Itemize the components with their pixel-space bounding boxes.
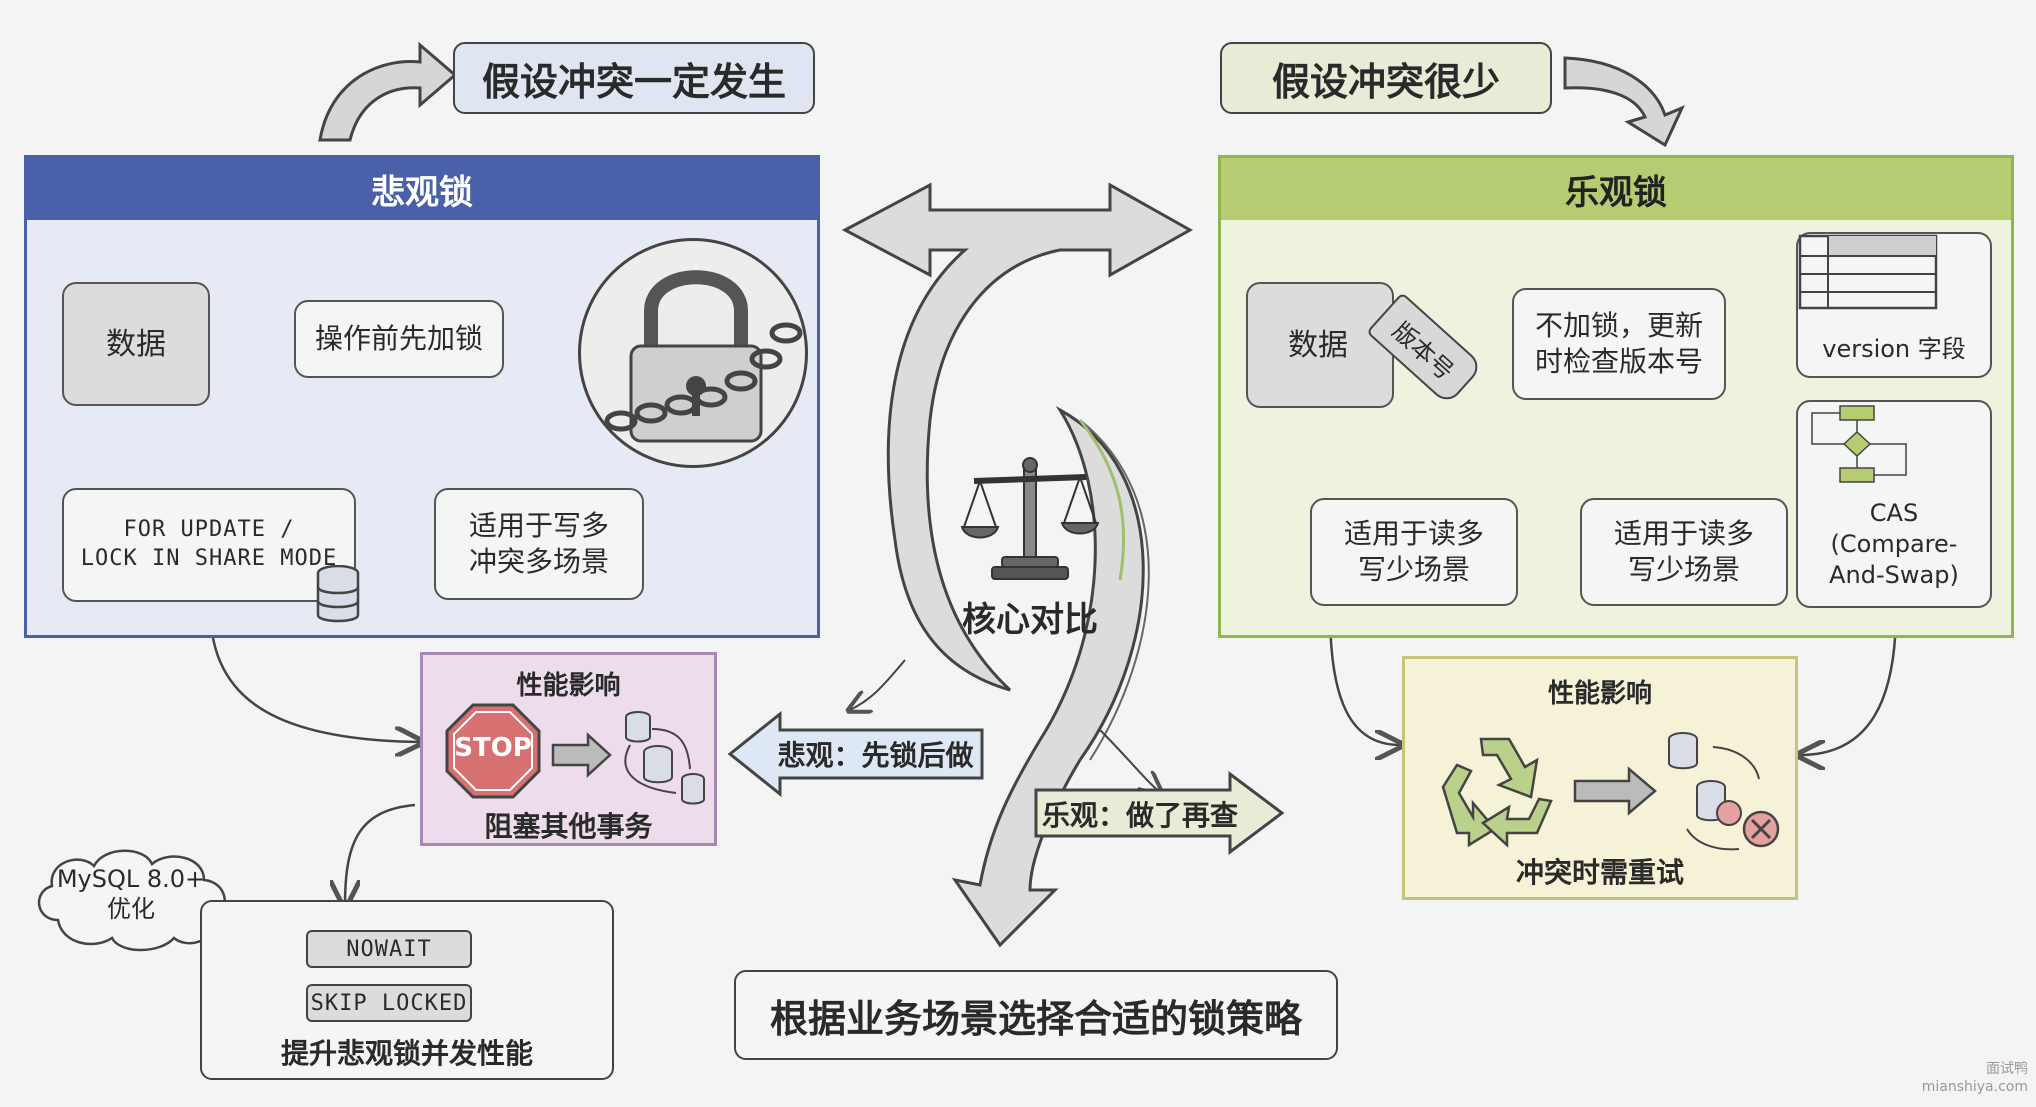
center-double-arrow [841,182,1194,692]
database-icon [316,565,360,625]
core-comparison-label: 核心对比 [962,600,1098,640]
optimistic-scenario-box-1: 适用于读多 写少场景 [1310,498,1518,606]
center-s-arrow [951,405,1145,948]
optimistic-performance-title: 性能影响 [1547,679,1652,709]
cas-box: CAS (Compare- And-Swap) [1796,400,1992,608]
conclusion-banner: 根据业务场景选择合适的锁策略 [734,970,1338,1060]
pessimistic-performance-caption: 阻塞其他事务 [484,810,653,843]
balance-scale-icon [960,455,1100,585]
optimistic-data-box: 数据 [1246,282,1394,408]
stop-sign-icon: STOP [445,703,541,799]
watermark: 面试鸭 mianshiya.com [1921,1061,2028,1096]
version-field-box: version 字段 [1796,232,1992,378]
for-update-sql-box: FOR UPDATE / LOCK IN SHARE MODE [62,488,356,602]
mysql-cloud-label: MySQL 8.0+ 优化 [56,865,206,923]
optimistic-summary-label: 乐观：做了再查 [1041,799,1238,832]
mysql-cloud: MySQL 8.0+ 优化 [28,842,238,960]
nowait-keyword: NOWAIT [306,930,472,968]
table-icon [1798,234,1964,324]
padlock-icon [578,238,808,468]
optimistic-performance-box: 性能影响 冲突时需重试 [1402,656,1798,900]
cas-label: CAS (Compare- And-Swap) [1829,499,1959,590]
pessimistic-summary-label: 悲观：先锁后做 [777,739,974,772]
curved-arrow-top-left [318,41,458,142]
pessimistic-summary-arrow: 悲观：先锁后做 [728,710,988,798]
optimistic-panel-title: 乐观锁 [1221,158,2011,220]
recycle-icon [1433,727,1557,851]
retry-flow-icon [1571,729,1791,859]
pessimistic-assumption-pill: 假设冲突一定发生 [453,42,815,114]
curved-arrow-top-right [1563,56,1685,148]
check-version-box: 不加锁，更新 时检查版本号 [1512,288,1726,400]
cas-flowchart-icon [1811,405,1954,498]
blocked-flow-icon [548,707,708,807]
pessimistic-panel-title: 悲观锁 [27,158,817,220]
version-field-label: version 字段 [1822,335,1966,363]
skip-locked-keyword: SKIP LOCKED [306,984,472,1022]
mysql-caption: 提升悲观锁并发性能 [280,1037,533,1070]
optimistic-scenario-box-2: 适用于读多 写少场景 [1580,498,1788,606]
mysql-optimization-box: NOWAIT SKIP LOCKED 提升悲观锁并发性能 [200,900,614,1080]
optimistic-performance-caption: 冲突时需重试 [1515,856,1684,889]
pessimistic-scenario-box: 适用于写多 冲突多场景 [434,488,644,600]
lock-before-operation-box: 操作前先加锁 [294,300,504,378]
stop-sign-label: STOP [454,733,532,763]
optimistic-assumption-pill: 假设冲突很少 [1220,42,1552,114]
optimistic-summary-arrow: 乐观：做了再查 [1034,770,1284,856]
pessimistic-performance-box: 性能影响 STOP 阻塞其他事务 [420,652,717,846]
pessimistic-data-box: 数据 [62,282,210,406]
pessimistic-performance-title: 性能影响 [516,671,621,701]
